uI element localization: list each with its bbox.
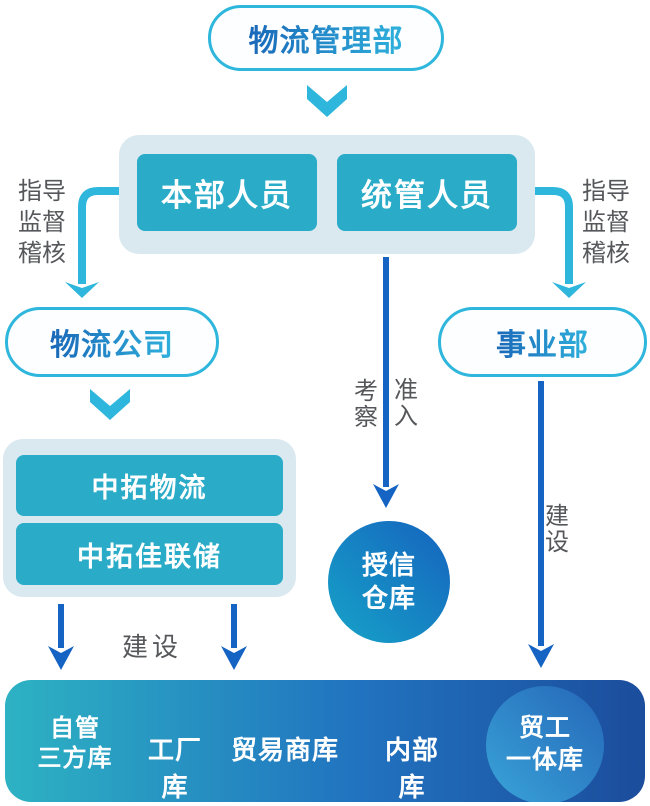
label-inspect: 考察 [354, 378, 378, 431]
warehouse-bar: 自管 三方库 工厂库 贸易商库 内部库 贸工 一体库 [5, 680, 645, 802]
node-label-line: 仓库 [361, 583, 416, 613]
label-entry: 准入 [394, 377, 418, 430]
label-line: 监督 [18, 209, 66, 236]
label-build-right: 建设 [545, 503, 569, 556]
chevron-down-icon [90, 389, 130, 420]
companies-panel: 中拓物流 中拓佳联储 [3, 439, 296, 597]
chevron-down-icon [307, 85, 347, 117]
node-label: 物流公司 [50, 320, 174, 364]
bar-item-internal-warehouse: 内部库 [384, 735, 439, 802]
node-label: 事业部 [496, 320, 589, 364]
label-line: 稽核 [582, 240, 630, 267]
arrow-credit-head-icon [373, 484, 399, 508]
bar-item-self-managed: 自管 三方库 [28, 714, 122, 774]
node-hq-staff: 本部人员 [137, 154, 317, 231]
label-build-left: 建设 [122, 632, 183, 662]
node-label: 统管人员 [361, 178, 493, 213]
node-label: 中拓佳联储 [77, 541, 222, 572]
node-label: 物流管理部 [249, 16, 404, 60]
bar-circle-line: 贸工 [518, 714, 571, 742]
node-label: 中拓物流 [91, 473, 208, 503]
node-zhongtuo-jialianchu: 中拓佳联储 [16, 523, 283, 585]
bar-item-trader-warehouse: 贸易商库 [231, 735, 340, 765]
arrow-build-left1-head-icon [48, 646, 74, 670]
node-logistics-company: 物流公司 [5, 307, 219, 377]
bar-circle-line: 一体库 [505, 746, 584, 774]
label-line: 稽核 [18, 240, 66, 267]
arrow-left-supervision-line [78, 187, 119, 284]
arrow-right-supervision-line [535, 187, 573, 284]
node-business-division: 事业部 [438, 307, 647, 377]
label-line: 指导 [582, 178, 630, 205]
bar-item-factory-warehouse: 工厂库 [147, 735, 202, 802]
bar-circle-trade-industry-warehouse: 贸工 一体库 [486, 686, 604, 802]
label-left-supervision: 指导 监督 稽核 [18, 176, 66, 269]
node-unified-staff: 统管人员 [337, 154, 517, 231]
node-credit-warehouse: 授信 仓库 [328, 521, 450, 643]
arrow-build-right-head-icon [528, 644, 554, 668]
arrow-right-supervision-head-icon [552, 282, 586, 298]
node-label: 本部人员 [161, 178, 293, 213]
bar-item-line: 自管 [50, 715, 100, 742]
label-right-supervision: 指导 监督 稽核 [582, 176, 630, 269]
node-label-line: 授信 [361, 550, 416, 580]
bar-item-line: 三方库 [37, 745, 113, 772]
arrow-left-supervision-head-icon [65, 282, 99, 298]
arrow-build-left2-head-icon [221, 646, 247, 670]
label-line: 监督 [582, 209, 630, 236]
node-zhongtuo-logistics: 中拓物流 [16, 455, 283, 516]
label-line: 指导 [18, 178, 66, 205]
node-logistics-management-dept: 物流管理部 [208, 5, 444, 71]
staff-panel: 本部人员 统管人员 [119, 135, 535, 254]
